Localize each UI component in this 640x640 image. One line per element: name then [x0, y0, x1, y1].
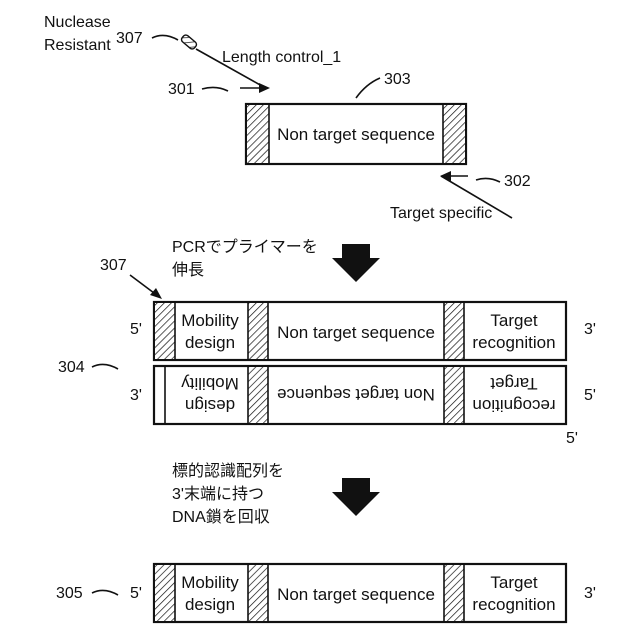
leader-304: [92, 364, 118, 369]
final-left-hatch: [248, 565, 268, 621]
bottom-end-left: 3': [130, 387, 142, 404]
template-text: Non target sequence: [277, 125, 435, 144]
label-resistant: Resistant: [44, 37, 111, 54]
top-end-right: 3': [584, 321, 596, 338]
top-nuclease-hatch: [155, 303, 175, 359]
leader-307-top: [152, 35, 178, 40]
bottom-nontarget: Non target sequence: [277, 385, 435, 404]
top-target-1: Target: [490, 311, 538, 330]
stage-3-final-strand: 305 5' Mobility design Non target sequen…: [56, 564, 596, 622]
ref-301: 301: [168, 81, 195, 98]
step2-line3: DNA鎖を回収: [172, 508, 270, 526]
ref-303: 303: [384, 71, 411, 88]
bottom-left-hatch: [248, 367, 268, 423]
leader-307-arrowhead: [150, 288, 162, 299]
final-target-2: recognition: [472, 595, 555, 614]
primer-301-arrowhead: [259, 83, 270, 93]
ref-305: 305: [56, 585, 83, 602]
bottom-target-2: recognition: [472, 396, 555, 415]
ref-307-mid: 307: [100, 257, 127, 274]
ref-304: 304: [58, 359, 85, 376]
final-nuclease-hatch: [155, 565, 175, 621]
label-target-specific: Target specific: [390, 205, 492, 222]
top-mobility-2: design: [185, 333, 235, 352]
top-target-2: recognition: [472, 333, 555, 352]
stage-2-double-strand: 307 304 5' Mobility design Non target se…: [58, 257, 596, 447]
final-target-1: Target: [490, 573, 538, 592]
nuclease-resistant-tag: [180, 34, 197, 50]
down-arrow-icon-2: [332, 478, 380, 516]
final-end-left: 5': [130, 585, 142, 602]
bottom-mobility-2: design: [185, 396, 235, 415]
ref-302: 302: [504, 173, 531, 190]
step1-line1: PCRでプライマーを: [172, 238, 318, 256]
top-end-left: 5': [130, 321, 142, 338]
label-nuclease: Nuclease: [44, 14, 111, 31]
final-right-hatch: [444, 565, 464, 621]
ref-307-top: 307: [116, 30, 143, 47]
bottom-right-hatch: [444, 367, 464, 423]
step-1-pcr: PCRでプライマーを 伸長: [172, 238, 380, 282]
bottom-mobility-1: Mobility: [181, 374, 239, 393]
top-nontarget: Non target sequence: [277, 323, 435, 342]
top-right-hatch: [444, 303, 464, 359]
step2-line1: 標的認識配列を: [172, 462, 284, 480]
top-left-hatch: [248, 303, 268, 359]
leader-301: [202, 87, 228, 91]
leader-305: [92, 590, 118, 595]
top-mobility-1: Mobility: [181, 311, 239, 330]
final-end-right: 3': [584, 585, 596, 602]
final-mobility-1: Mobility: [181, 573, 239, 592]
leader-303: [356, 78, 380, 98]
template-left-hatch: [247, 105, 269, 163]
bottom-target-1: Target: [490, 374, 538, 393]
stage-1-primer-diagram: Nuclease Resistant 307 Length control_1 …: [44, 14, 531, 222]
step1-line2: 伸長: [172, 261, 204, 279]
down-arrow-icon: [332, 244, 380, 282]
label-length-control: Length control_1: [222, 49, 341, 66]
bottom-end-below: 5': [566, 430, 578, 447]
step2-line2: 3'末端に持つ: [172, 485, 264, 503]
final-mobility-2: design: [185, 595, 235, 614]
template-right-hatch: [443, 105, 465, 163]
final-nontarget: Non target sequence: [277, 585, 435, 604]
leader-302: [476, 178, 500, 182]
step-2-recovery: 標的認識配列を 3'末端に持つ DNA鎖を回収: [172, 462, 380, 526]
bottom-end-right: 5': [584, 387, 596, 404]
